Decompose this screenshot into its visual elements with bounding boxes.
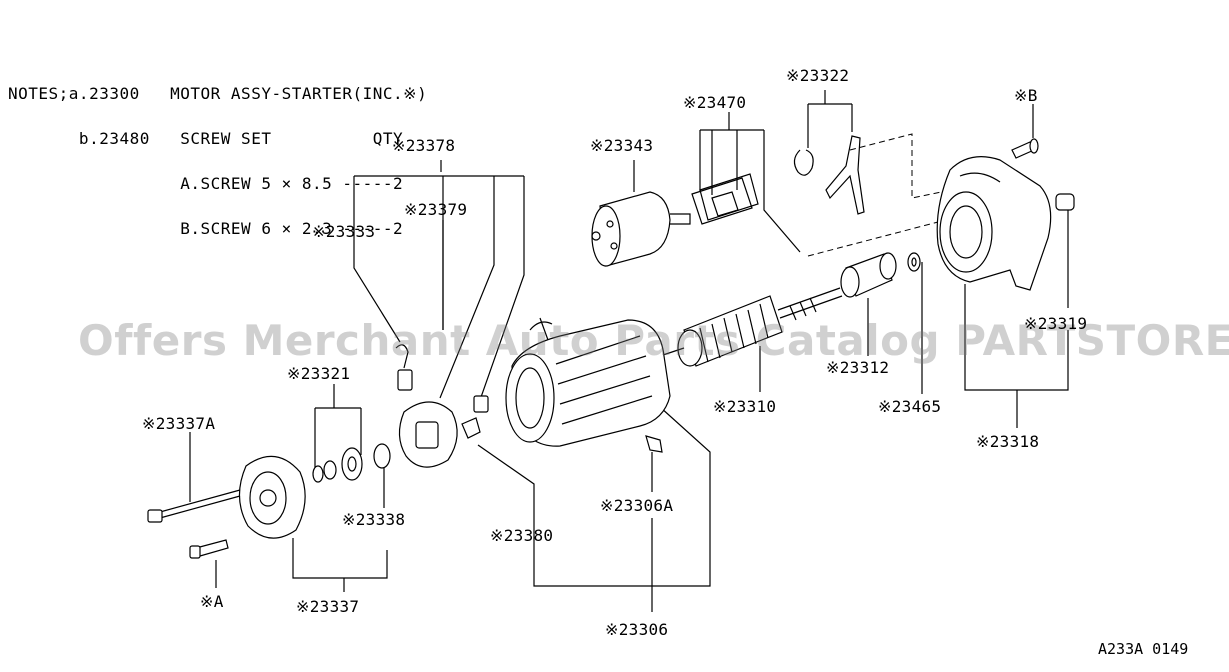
part-label-23322[interactable]: ※23322 [786, 66, 850, 85]
part-label-23321[interactable]: ※23321 [287, 364, 351, 383]
notes-block: NOTES;a.23300 MOTOR ASSY-STARTER(INC.※) … [8, 56, 427, 251]
part-label-b[interactable]: ※B [1014, 86, 1038, 105]
part-label-23470[interactable]: ※23470 [683, 93, 747, 112]
part-label-23379[interactable]: ※23379 [404, 200, 468, 219]
leader-lines [189, 90, 1069, 612]
yoke-field-frame-drawing [505, 317, 671, 453]
overrunning-clutch-drawing [840, 252, 921, 298]
notes-line-3: A.SCREW 5 × 8.5 -----2 [8, 174, 404, 193]
part-label-23337[interactable]: ※23337 [296, 597, 360, 616]
watermark-text: Offers Merchant Auto Parts Catalog PARTS… [78, 316, 1229, 365]
part-label-23319[interactable]: ※23319 [1024, 314, 1088, 333]
notes-line-1: NOTES;a.23300 MOTOR ASSY-STARTER(INC.※) [8, 84, 428, 103]
part-label-23343[interactable]: ※23343 [590, 136, 654, 155]
part-label-23378[interactable]: ※23378 [392, 136, 456, 155]
diagram-code: A233A 0149 [1098, 640, 1189, 658]
part-label-23337a[interactable]: ※23337A [142, 414, 216, 433]
contact-plate-drawing [691, 173, 759, 225]
part-label-23465[interactable]: ※23465 [878, 397, 942, 416]
part-label-23380[interactable]: ※23380 [490, 526, 554, 545]
notes-line-2: b.23480 SCREW SET QTY [8, 129, 404, 148]
part-label-23306[interactable]: ※23306 [605, 620, 669, 639]
rear-cover-drawing [147, 443, 391, 559]
part-label-23312[interactable]: ※23312 [826, 358, 890, 377]
armature-drawing [659, 287, 843, 367]
gear-housing-drawing [936, 156, 1075, 291]
part-label-23306a[interactable]: ※23306A [600, 496, 674, 515]
solenoid-switch-drawing [591, 191, 691, 267]
shift-lever-drawing [793, 135, 865, 215]
part-label-23318[interactable]: ※23318 [976, 432, 1040, 451]
part-label-a[interactable]: ※A [200, 592, 224, 611]
screw-b-drawing [1011, 138, 1039, 159]
notes-line-4: B.SCREW 6 × 2.3 -----2 [8, 219, 404, 238]
part-label-23310[interactable]: ※23310 [713, 397, 777, 416]
brush-holder-drawing [395, 344, 489, 468]
part-label-23333[interactable]: ※23333 [312, 222, 376, 241]
part-label-23338[interactable]: ※23338 [342, 510, 406, 529]
